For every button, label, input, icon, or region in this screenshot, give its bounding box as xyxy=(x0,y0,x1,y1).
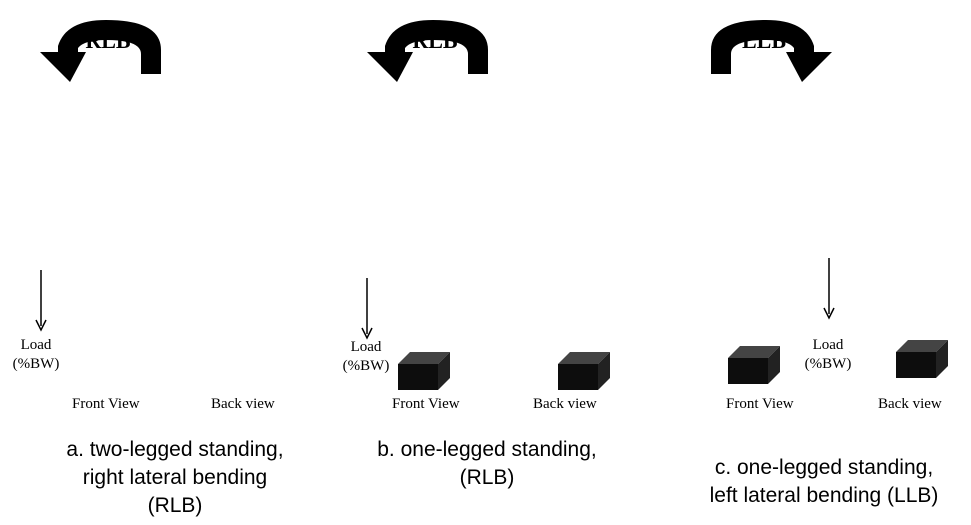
caption: c. one-legged standing, left lateral ben… xyxy=(674,454,971,510)
load-arrow-icon xyxy=(822,258,836,320)
caption: a. two-legged standing, right lateral be… xyxy=(40,436,310,520)
back-view-label: Back view xyxy=(211,396,275,413)
caption-line1: a. two-legged standing, xyxy=(40,436,310,464)
load-label-line1: Load xyxy=(798,336,858,355)
load-label-line2: (%BW) xyxy=(336,357,396,376)
load-label-line2: (%BW) xyxy=(6,355,66,374)
step-box-back xyxy=(558,350,618,392)
load-label: Load (%BW) xyxy=(6,336,66,374)
front-view-label: Front View xyxy=(392,396,460,413)
load-label: Load (%BW) xyxy=(798,336,858,374)
caption: b. one-legged standing, (RLB) xyxy=(342,436,632,492)
panel-a: RLB Load (%BW) Front View Back view a. t… xyxy=(0,0,330,525)
back-view-label: Back view xyxy=(878,396,942,413)
load-label: Load (%BW) xyxy=(336,338,396,376)
rotation-arrow-icon: RLB xyxy=(36,12,176,82)
front-view-label: Front View xyxy=(726,396,794,413)
caption-line3: (RLB) xyxy=(40,492,310,520)
load-label-line2: (%BW) xyxy=(798,355,858,374)
arrow-label: RLB xyxy=(85,28,131,53)
load-arrow-icon xyxy=(360,278,374,340)
caption-line2: (RLB) xyxy=(342,464,632,492)
front-view-label: Front View xyxy=(72,396,140,413)
panel-c: LLB Load (%BW) Front View Back view c. o… xyxy=(650,0,971,525)
arrow-label: LLB xyxy=(742,28,786,53)
back-view-label: Back view xyxy=(533,396,597,413)
rotation-arrow-icon: LLB xyxy=(696,12,836,82)
arrow-label: RLB xyxy=(412,28,458,53)
caption-line2: left lateral bending (LLB) xyxy=(674,482,971,510)
caption-line1: c. one-legged standing, xyxy=(674,454,971,482)
rotation-arrow-icon: RLB xyxy=(363,12,503,82)
load-arrow-icon xyxy=(34,270,48,332)
load-label-line1: Load xyxy=(6,336,66,355)
load-label-line1: Load xyxy=(336,338,396,357)
caption-line1: b. one-legged standing, xyxy=(342,436,632,464)
panel-b: RLB Load (%BW) Front View Back view b. o… xyxy=(330,0,650,525)
caption-line2: right lateral bending xyxy=(40,464,310,492)
